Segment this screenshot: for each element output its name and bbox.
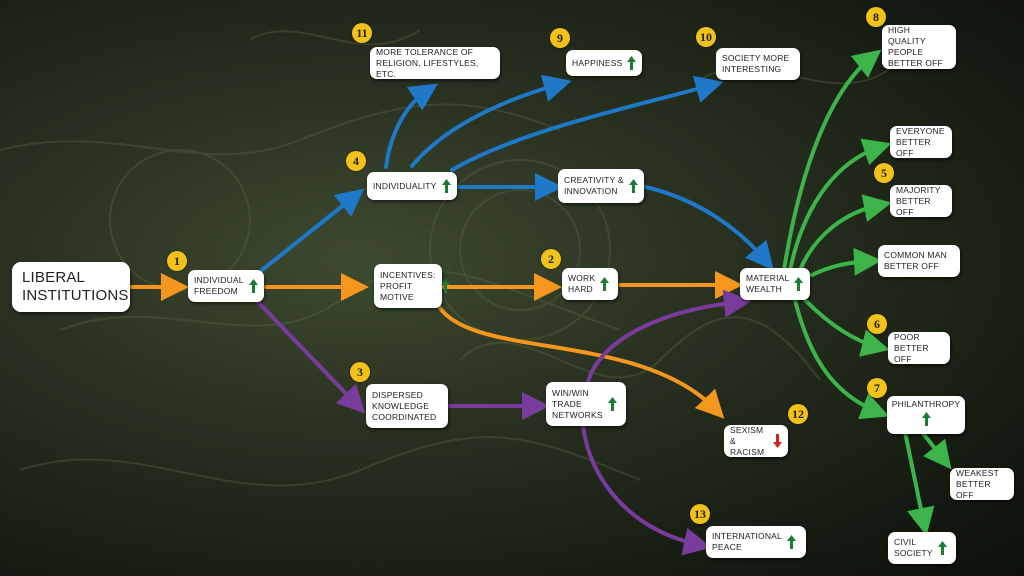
node-sexism-racism: SEXISM & RACISM [724, 425, 788, 457]
node-label: INDIVIDUALITY [373, 180, 437, 191]
node-label: MATERIAL WEALTH [746, 273, 790, 294]
down-arrow-icon [773, 434, 782, 448]
edge-wealth-philanthropy [793, 298, 890, 420]
edge-individuality-happiness [410, 74, 572, 168]
number-badge-13: 13 [690, 504, 710, 524]
up-arrow-icon [794, 277, 804, 291]
node-work-hard: WORK HARD [562, 268, 618, 300]
node-philanthropy: PHILANTHROPY [887, 396, 965, 434]
node-label: HIGH QUALITY PEOPLE BETTER OFF [888, 25, 943, 68]
node-dispersed-knowledge: DISPERSED KNOWLEDGE COORDINATED [366, 384, 448, 428]
number-badge-12: 12 [788, 404, 808, 424]
up-arrow-icon [600, 277, 610, 291]
node-weakest: WEAKEST BETTER OFF [950, 468, 1014, 500]
edge-freedom-individuality [260, 188, 365, 272]
up-arrow-icon [786, 535, 796, 549]
node-creativity: CREATIVITY & INNOVATION [558, 169, 644, 203]
node-high-quality: HIGH QUALITY PEOPLE BETTER OFF [882, 25, 956, 69]
node-international-peace: INTERNATIONAL PEACE [706, 526, 806, 558]
edge-incentives-sexism [436, 303, 725, 419]
number-badge-9: 9 [550, 28, 570, 48]
node-common-man: COMMON MAN BETTER OFF [878, 245, 960, 277]
edge-creativity-wealth [644, 185, 774, 271]
node-civil-society: CIVIL SOCIETY [888, 532, 956, 564]
up-arrow-icon [628, 179, 638, 193]
node-label: EVERYONE BETTER OFF [896, 125, 945, 158]
node-tolerance: MORE TOLERANCE OF RELIGION, LIFESTYLES, … [370, 47, 500, 79]
node-label: CIVIL SOCIETY [894, 537, 933, 558]
edge-winwin-wealth [586, 289, 752, 384]
edge-wealth-high-quality [782, 49, 882, 272]
edge-individuality-tolerance [384, 83, 439, 169]
node-label: SOCIETY MORE INTERESTING [722, 53, 790, 74]
node-label: PHILANTHROPY [891, 399, 961, 409]
node-society-interesting: SOCIETY MORE INTERESTING [716, 48, 800, 80]
node-label: POOR BETTER OFF [894, 331, 929, 364]
edge-philanthropy-civil [903, 430, 935, 536]
node-label: CREATIVITY & INNOVATION [564, 175, 624, 196]
node-label: HAPPINESS [572, 57, 623, 68]
edge-wealth-everyone [788, 138, 892, 272]
node-liberal-institutions: LIBERAL INSTITUTIONS [12, 262, 130, 312]
node-happiness: HAPPINESS [566, 50, 642, 76]
up-arrow-icon [921, 412, 931, 426]
node-incentives: INCENTIVES: PROFIT MOTIVE [374, 264, 450, 308]
edge-wealth-poor [803, 298, 890, 357]
node-label: WIN/WIN TRADE NETWORKS [552, 387, 603, 420]
up-arrow-icon [441, 179, 451, 193]
up-arrow-icon [937, 541, 947, 555]
number-badge-5: 5 [874, 163, 894, 183]
up-arrow-icon [627, 56, 637, 70]
node-label: MORE TOLERANCE OF RELIGION, LIFESTYLES, … [376, 46, 479, 79]
number-badge-3: 3 [350, 362, 370, 382]
number-badge-10: 10 [696, 27, 716, 47]
number-badge-11: 11 [352, 23, 372, 43]
number-badge-7: 7 [867, 378, 887, 398]
node-label: COMMON MAN BETTER OFF [884, 250, 947, 271]
node-everyone: EVERYONE BETTER OFF [890, 126, 952, 158]
node-individual-freedom: INDIVIDUAL FREEDOM [188, 270, 264, 302]
edge-wealth-common-man [810, 247, 882, 277]
edge-freedom-dispersed [256, 300, 366, 414]
number-badge-8: 8 [866, 7, 886, 27]
edge-wealth-majority [798, 194, 892, 272]
edge-winwin-peace [581, 424, 712, 556]
node-label: INCENTIVES: PROFIT MOTIVE [380, 269, 436, 302]
node-poor: POOR BETTER OFF [888, 332, 950, 364]
node-material-wealth: MATERIAL WEALTH [740, 268, 810, 300]
node-label: LIBERAL INSTITUTIONS [22, 269, 129, 304]
node-label: WEAKEST BETTER OFF [956, 467, 999, 500]
node-label: MAJORITY BETTER OFF [896, 184, 941, 217]
node-majority: MAJORITY BETTER OFF [890, 185, 952, 217]
up-arrow-icon [440, 279, 450, 293]
node-label: INTERNATIONAL PEACE [712, 531, 782, 552]
node-individuality: INDIVIDUALITY [367, 172, 457, 200]
node-label: DISPERSED KNOWLEDGE COORDINATED [372, 389, 437, 422]
node-label: INDIVIDUAL FREEDOM [194, 275, 244, 296]
edge-individuality-interesting [450, 75, 724, 172]
number-badge-6: 6 [867, 314, 887, 334]
edge-philanthropy-weakest [920, 430, 952, 470]
number-badge-4: 4 [346, 151, 366, 171]
up-arrow-icon [607, 397, 617, 411]
node-label: WORK HARD [568, 273, 596, 294]
node-label: SEXISM & RACISM [730, 424, 765, 457]
number-badge-2: 2 [541, 249, 561, 269]
number-badge-1: 1 [167, 251, 187, 271]
node-winwin-trade: WIN/WIN TRADE NETWORKS [546, 382, 626, 426]
up-arrow-icon [248, 279, 258, 293]
